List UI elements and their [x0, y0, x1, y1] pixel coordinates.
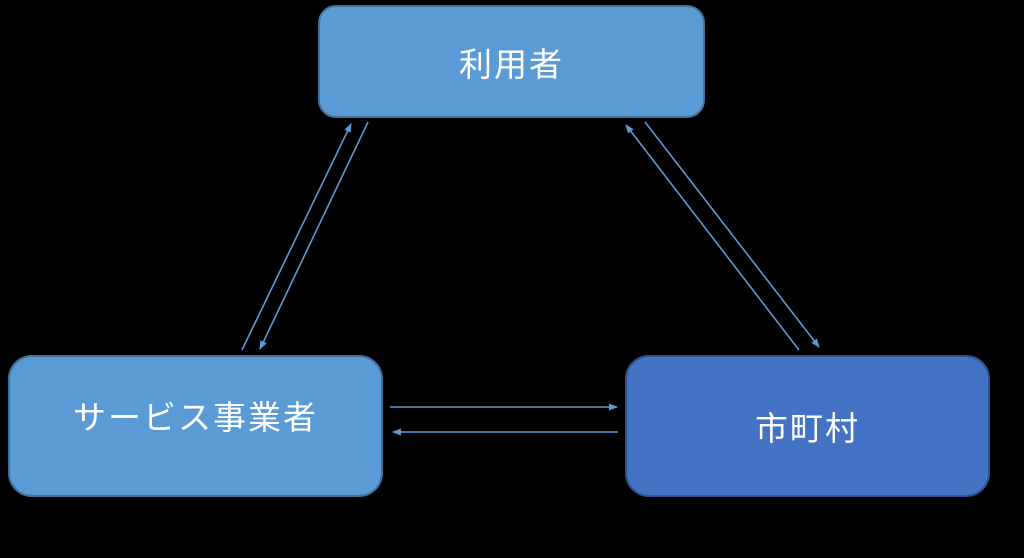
node-service-provider: サービス事業者: [8, 355, 383, 497]
node-service-provider-label: サービス事業者: [73, 401, 318, 437]
arrow-user-to-provider: [259, 121, 369, 350]
node-municipality-label: 市町村: [755, 412, 860, 448]
arrow-user-to-municipality: [644, 121, 820, 348]
node-user: 利用者: [318, 5, 705, 118]
arrow-municipality-to-user: [625, 124, 800, 351]
node-user-label: 利用者: [459, 47, 564, 84]
node-municipality: 市町村: [625, 355, 990, 497]
arrow-provider-to-user: [241, 123, 352, 351]
